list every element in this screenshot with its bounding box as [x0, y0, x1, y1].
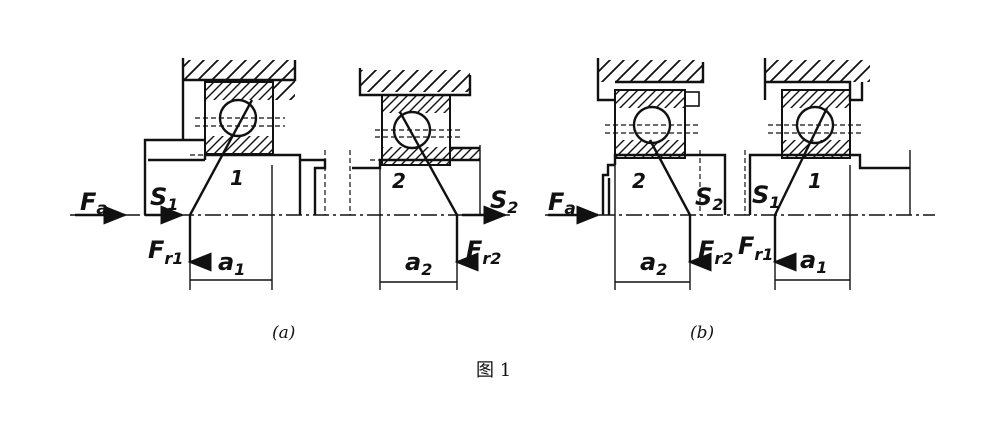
- figure-caption: 图 1: [476, 360, 511, 381]
- label-fr1-b: Fr1: [738, 232, 773, 264]
- label-fr1-a: Fr1: [148, 236, 183, 268]
- bearing-1-a: [181, 58, 297, 216]
- dimension-a1: [189, 165, 273, 290]
- shaft-b: [601, 150, 911, 215]
- label-bearing-2-a: 2: [392, 169, 406, 193]
- label-s1-a: S1: [150, 183, 178, 214]
- diagram-a: Fa S1 S2 Fr1 Fr2 a1 a2 1 2: [70, 58, 518, 290]
- bearing-1-b: [763, 58, 870, 216]
- caption-b: (b): [690, 323, 714, 343]
- label-a1-a: a1: [218, 248, 245, 279]
- label-bearing-1-b: 1: [808, 169, 822, 193]
- label-bearing-2-b: 2: [632, 169, 646, 193]
- caption-a: (a): [272, 323, 295, 343]
- label-a2-a: a2: [405, 248, 432, 279]
- label-fa-b: Fa: [548, 188, 576, 219]
- label-bearing-1-a: 1: [230, 166, 244, 190]
- label-s2-a: S2: [490, 186, 518, 217]
- dimension-a1-b: [774, 165, 851, 290]
- label-fr2-b: Fr2: [698, 236, 733, 268]
- label-s2-b: S2: [695, 183, 723, 214]
- dimension-a2: [379, 168, 458, 290]
- label-a1-b: a1: [800, 246, 827, 277]
- bearing-2-a: [358, 68, 480, 216]
- bearing-2-b: [596, 58, 705, 216]
- label-fr2-a: Fr2: [466, 236, 501, 268]
- label-s1-b: S1: [752, 181, 780, 212]
- diagram-b: Fa S2 S1 Fr2 Fr1 a2 a1 2 1: [545, 58, 935, 290]
- label-a2-b: a2: [640, 248, 667, 279]
- dimension-a2-b: [614, 165, 691, 290]
- label-fa-a: Fa: [80, 188, 108, 219]
